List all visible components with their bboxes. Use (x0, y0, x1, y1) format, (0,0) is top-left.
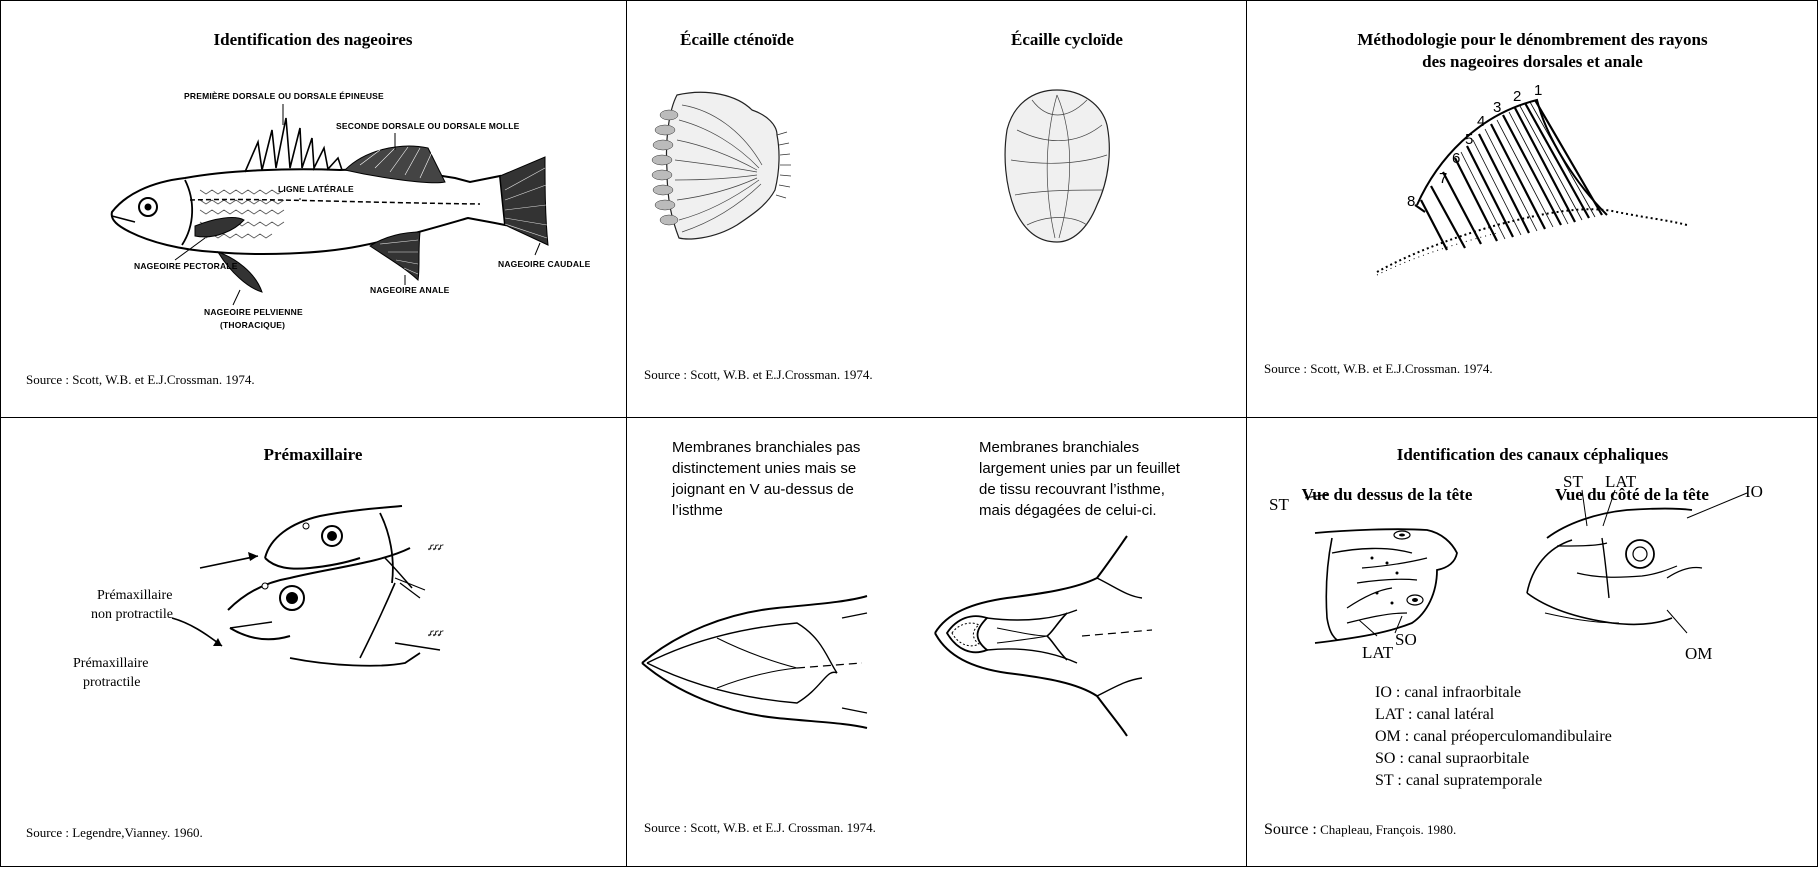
source-rest: Chapleau, François. 1980. (1320, 822, 1456, 837)
label-anal: NAGEOIRE ANALE (370, 285, 449, 295)
ray-number-5: 5 (1465, 131, 1473, 148)
label-pelvic-sub: (THORACIQUE) (220, 320, 285, 330)
panel-membranes: Membranes branchiales pas distinctement … (627, 418, 1246, 869)
source-citation: Source : Scott, W.B. et E.J.Crossman. 19… (644, 367, 873, 383)
label-caudal: NAGEOIRE CAUDALE (498, 259, 590, 269)
svg-text:ꭉꭉꭉ: ꭉꭉꭉ (428, 628, 444, 639)
marker-om-side: OM (1685, 644, 1712, 664)
panel-fins: Identification des nageoires (0, 0, 626, 417)
ray-number-2: 2 (1513, 88, 1521, 105)
source-citation: Source : Scott, W.B. et E.J. Crossman. 1… (644, 820, 876, 836)
gill-membranes-drawing (627, 418, 1246, 869)
label-protractile-2: protractile (83, 675, 141, 691)
marker-st-top: ST (1269, 495, 1289, 515)
panel-premaxillary: Prémaxillaire ꭉꭉꭉ ꭉꭉꭉ Prémaxillaire non … (0, 418, 626, 869)
dorsal-fin-rays-drawing (1247, 0, 1818, 417)
ray-number-6: 6 (1452, 150, 1460, 167)
cephalic-canals-drawing (1247, 418, 1818, 869)
label-lateral-line: LIGNE LATÉRALE (278, 184, 354, 194)
source-citation: Source : Legendre,Vianney. 1960. (26, 825, 203, 841)
source-prefix: Source : (1264, 821, 1317, 838)
label-pelvic: NAGEOIRE PELVIENNE (204, 307, 303, 317)
svg-text:ꭉꭉꭉ: ꭉꭉꭉ (428, 542, 444, 553)
ray-number-3: 3 (1493, 99, 1501, 116)
marker-lat-top: LAT (1362, 643, 1393, 663)
label-protractile-1: Prémaxillaire (73, 656, 148, 672)
marker-io-side: IO (1745, 482, 1763, 502)
panel-scales: Écaille cténoïde Écaille cycloïde (627, 0, 1246, 417)
source-citation: Source : Scott, W.B. et E.J.Crossman. 19… (26, 372, 255, 388)
premaxillary-drawing: ꭉꭉꭉ ꭉꭉꭉ (0, 418, 626, 869)
source-citation: Source : Scott, W.B. et E.J.Crossman. 19… (1264, 361, 1493, 377)
ray-number-8: 8 (1407, 193, 1415, 210)
marker-lat-side: LAT (1605, 472, 1636, 492)
marker-so-top: SO (1395, 630, 1417, 650)
panel-rays: Méthodologie pour le dénombrement des ra… (1247, 0, 1818, 417)
label-nonprotractile-1: Prémaxillaire (97, 588, 172, 604)
ray-number-1: 1 (1534, 82, 1542, 99)
fish-diagram (0, 0, 626, 417)
legend-item-lat: LAT : canal latéral (1375, 706, 1494, 724)
label-nonprotractile-2: non protractile (91, 607, 173, 623)
ray-number-4: 4 (1477, 113, 1485, 130)
label-pectoral: NAGEOIRE PECTORALE (134, 261, 238, 271)
source-citation: Source : Chapleau, François. 1980. (1264, 821, 1456, 839)
legend-item-so: SO : canal supraorbitale (1375, 750, 1529, 768)
marker-st-side: ST (1563, 472, 1583, 492)
ctenoid-scale-drawing (627, 0, 1246, 417)
legend-item-io: IO : canal infraorbitale (1375, 684, 1521, 702)
label-second-dorsal: SECONDE DORSALE OU DORSALE MOLLE (336, 121, 520, 131)
panel-canals: Identification des canaux céphaliques Vu… (1247, 418, 1818, 869)
legend-item-st: ST : canal supratemporale (1375, 772, 1542, 790)
ray-number-7: 7 (1439, 170, 1447, 187)
legend-item-om: OM : canal préoperculomandibulaire (1375, 728, 1612, 746)
label-first-dorsal: PREMIÈRE DORSALE OU DORSALE ÉPINEUSE (184, 91, 384, 101)
